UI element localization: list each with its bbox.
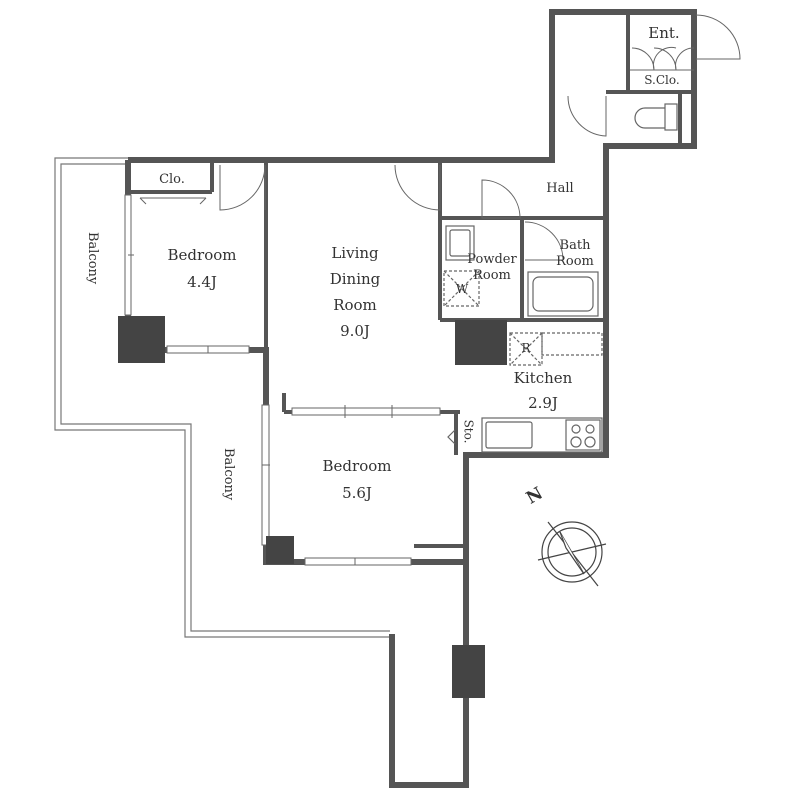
refrigerator-label: R	[521, 341, 531, 355]
hall-label: Hall	[546, 181, 574, 196]
kitchen-name: Kitchen	[513, 369, 573, 387]
entrance-label: Ent.	[648, 24, 680, 42]
powder-line1: Powder	[467, 252, 517, 267]
living-line1: Living	[331, 244, 379, 262]
living-line3: Room	[333, 296, 377, 314]
living-size: 9.0J	[340, 322, 370, 340]
washer-label: W	[455, 282, 469, 296]
compass-icon	[537, 521, 607, 587]
powder-line2: Room	[473, 268, 511, 283]
bedroom-1-name: Bedroom	[167, 246, 237, 264]
living-line2: Dining	[329, 270, 381, 288]
shoe-closet-label: S.Clo.	[644, 73, 680, 87]
kitchen-size: 2.9J	[528, 394, 558, 412]
bath-line2: Room	[556, 254, 594, 269]
door-swings	[219, 14, 741, 261]
balcony-mid-label: Balcony	[221, 447, 237, 501]
windows	[124, 194, 441, 566]
bath-line1: Bath	[559, 238, 591, 253]
storage-label: Sto.	[461, 419, 476, 444]
columns	[118, 316, 507, 698]
closet-label: Clo.	[159, 172, 185, 187]
balcony-left-label: Balcony	[85, 231, 101, 285]
exterior-walls	[125, 9, 697, 788]
bedroom-2-name: Bedroom	[322, 457, 392, 475]
closet-rail	[139, 197, 207, 205]
bedroom-1-size: 4.4J	[187, 273, 217, 291]
balcony-outline	[54, 157, 390, 638]
bedroom-2-size: 5.6J	[342, 484, 372, 502]
fixtures	[443, 103, 678, 453]
